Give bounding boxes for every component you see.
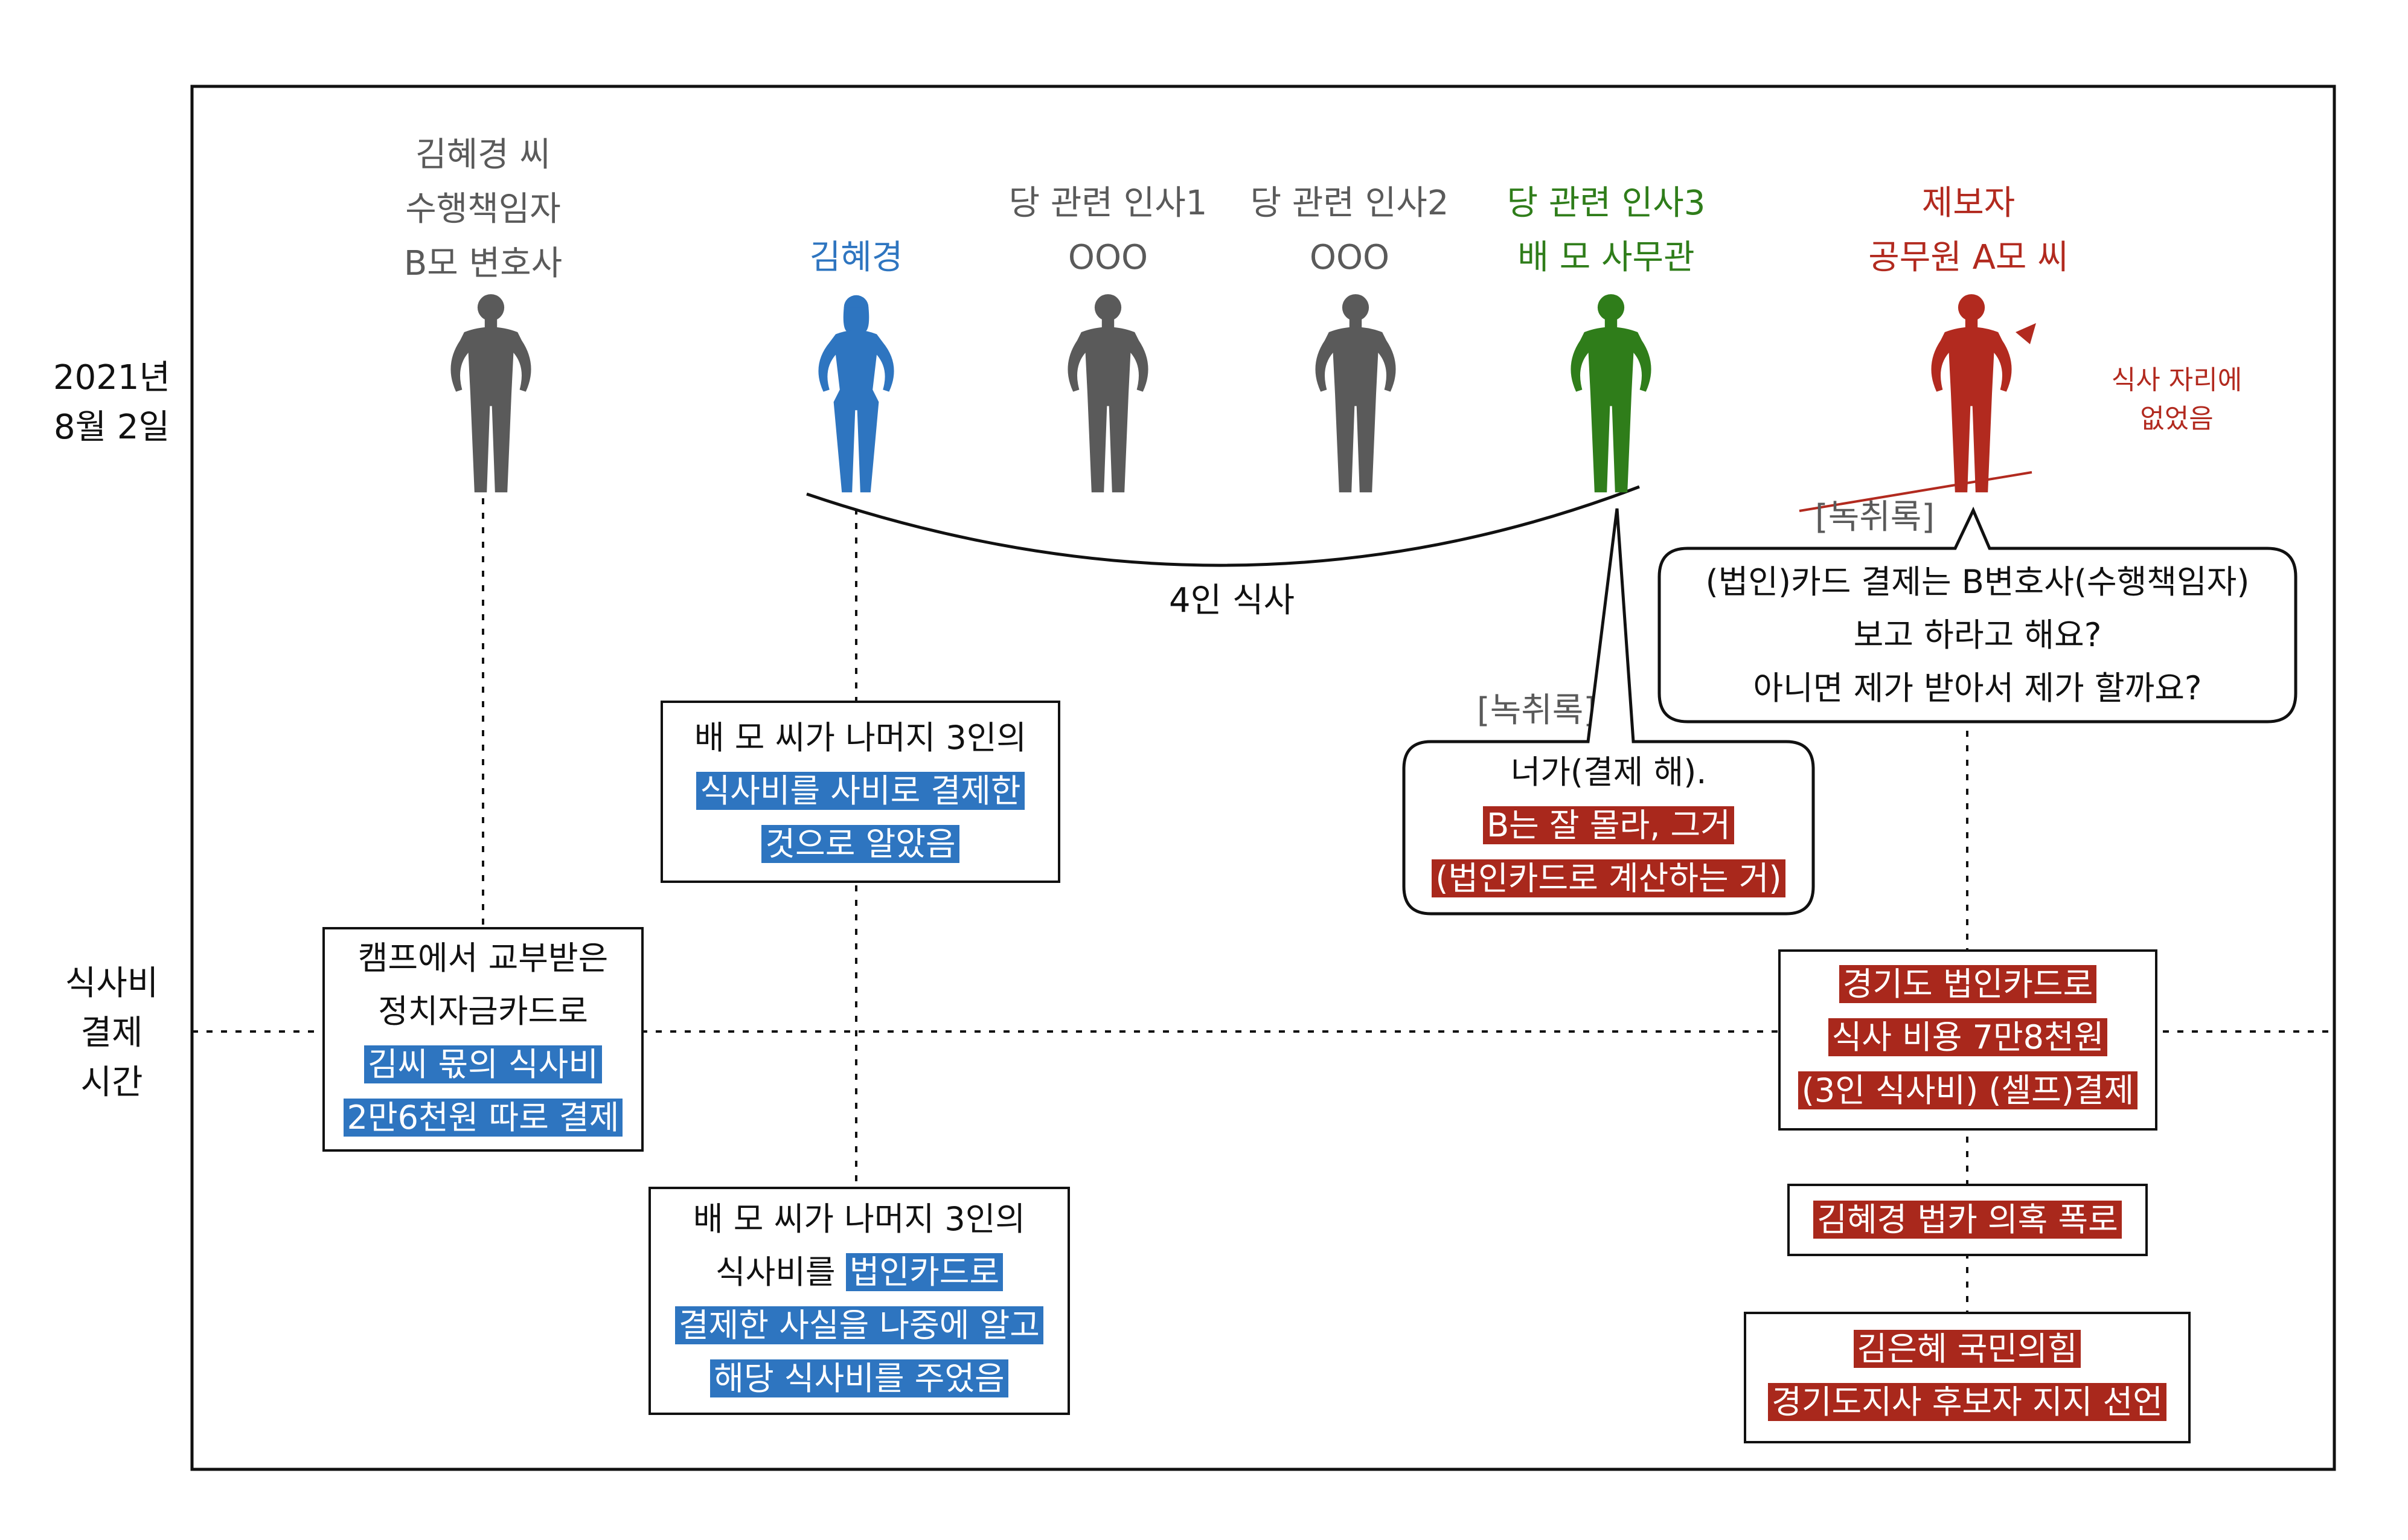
speech-bubble-informant-text: (법인)카드 결제는 B변호사(수행책임자) 보고 하라고 해요? 아니면 제가…: [1705, 563, 2250, 707]
annotation-arrowhead: [2016, 323, 2036, 344]
expose-box: 김혜경 법카 의혹 폭로: [1787, 1184, 2148, 1256]
time-label-line: 시간: [80, 1063, 143, 1102]
kim-later-box: 배 모 씨가 나머지 3인의 식사비를 법인카드로 결제한 사실을 나중에 알고…: [648, 1187, 1070, 1415]
person-label-informant: 제보자 공무원 A모 씨: [1868, 184, 2069, 277]
person-male-icon: [1315, 294, 1396, 493]
recording-label: [녹취록]: [1814, 498, 1935, 537]
person-label-party3: 당 관련 인사3 배 모 사무관: [1507, 184, 1706, 277]
person-label-party1: 당 관련 인사1 OOO: [1008, 184, 1208, 277]
recording-label: [녹취록]: [1476, 691, 1597, 730]
speech-bubble-party3-text: 너가(결제 해). B는 잘 몰라, 그거 (법인카드로 계산하는 거): [1404, 746, 1813, 905]
time-label-year: 2021년: [53, 358, 171, 397]
annotation-absent: 식사 자리에 없었음: [2111, 365, 2243, 434]
kim-belief-box: 배 모 씨가 나머지 3인의 식사비를 사비로 결제한 것으로 알았음: [661, 701, 1060, 883]
time-label-line: 결제: [80, 1013, 143, 1053]
time-label-payment: 식사비 결제 시간: [36, 959, 187, 1108]
person-male-icon: [1571, 294, 1651, 493]
time-label-day: 8월 2일: [53, 408, 170, 447]
time-label-date: 2021년 8월 2일: [36, 353, 187, 452]
meal-label: 4인 식사: [1169, 581, 1295, 620]
endorse-box: 김은혜 국민의힘 경기도지사 후보자 지지 선언: [1744, 1312, 2191, 1443]
time-label-line: 식사비: [65, 964, 159, 1003]
b-lawyer-payment-box: 캠프에서 교부받은 정치자금카드로 김씨 몫의 식사비 2만6천원 따로 결제: [322, 927, 644, 1152]
person-male-icon: [450, 294, 531, 493]
meal-group-arc: [806, 485, 1640, 567]
person-male-icon: [1068, 294, 1148, 493]
gyeonggi-card-box: 경기도 법인카드로 식사 비용 7만8천원 (3인 식사비) (셀프)결제: [1778, 949, 2157, 1131]
person-label-party2: 당 관련 인사2 OOO: [1250, 184, 1449, 277]
diagram-frame: [190, 85, 2336, 1471]
person-label-b-lawyer: 김혜경 씨 수행책임자 B모 변호사: [403, 135, 563, 283]
person-female-icon: [818, 295, 894, 493]
person-male-icon: [1931, 294, 2012, 493]
annotation-arrow: [1799, 471, 2032, 512]
person-label-kim: 김혜경: [809, 238, 903, 277]
